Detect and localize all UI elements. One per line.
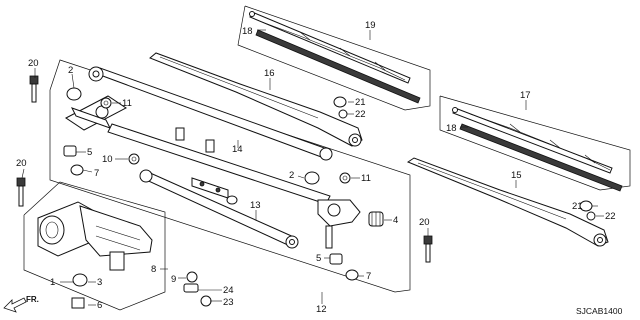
diagram-code: SJCAB1400 — [576, 306, 623, 316]
callout-16: 16 — [264, 68, 275, 79]
grommet-4 — [368, 211, 384, 227]
callout-8: 8 — [151, 264, 156, 275]
linkage-rod-13 — [139, 169, 299, 249]
nut-22-lower — [586, 211, 596, 221]
callout-13: 13 — [250, 200, 261, 211]
callout-22: 22 — [605, 211, 616, 222]
callout-1: 1 — [50, 277, 55, 288]
callout-15: 15 — [511, 170, 522, 181]
callout-20: 20 — [16, 158, 27, 169]
cap-2-upper — [66, 87, 82, 101]
nut-23 — [200, 295, 212, 307]
clip-9 — [186, 271, 198, 283]
cap-7-lower — [345, 269, 359, 281]
cap-24 — [183, 283, 199, 293]
callout-4: 4 — [393, 215, 398, 226]
bolt-misc — [175, 127, 238, 205]
nut-11-lower — [339, 172, 351, 184]
callout-18: 18 — [242, 26, 253, 37]
cap-7-upper — [70, 164, 84, 176]
wiper-motor — [37, 201, 153, 271]
callout-14: 14 — [232, 144, 243, 155]
linkage-assembly-box — [49, 59, 411, 293]
cap-21-upper — [333, 96, 347, 108]
callout-11: 11 — [361, 173, 371, 184]
callout-19: 19 — [365, 20, 376, 31]
callout-18: 18 — [446, 123, 457, 134]
nut-11-upper — [100, 97, 112, 109]
linkage-rod-14 — [65, 66, 333, 205]
callout-3: 3 — [97, 277, 102, 288]
wiper-arm-16 — [149, 52, 363, 147]
callout-24: 24 — [223, 285, 234, 296]
bolt-20-right — [423, 235, 433, 263]
callout-20: 20 — [28, 58, 39, 69]
bushing-5-lower — [329, 253, 343, 265]
pivot-assembly-right — [317, 199, 361, 249]
front-direction-arrow-icon — [3, 297, 27, 313]
callout-5: 5 — [87, 147, 92, 158]
callout-22: 22 — [355, 109, 366, 120]
callout-7: 7 — [94, 168, 99, 179]
callout-21: 21 — [355, 97, 366, 108]
callout-12: 12 — [316, 304, 327, 315]
callouts: 20 2 11 20 5 7 10 14 16 2 11 4 13 5 7 12… — [16, 20, 616, 315]
callout-17: 17 — [520, 90, 531, 101]
bolt-20-left-mid — [16, 177, 26, 207]
callout-6: 6 — [97, 300, 102, 311]
cap-2-lower — [304, 171, 320, 185]
motor-box — [23, 181, 166, 311]
bushing-3 — [72, 273, 88, 287]
callout-5: 5 — [316, 253, 321, 264]
bolt-20-left-top — [29, 75, 39, 103]
callout-11: 11 — [122, 98, 132, 109]
callout-9: 9 — [171, 274, 176, 285]
nut-10 — [128, 153, 140, 165]
callout-20: 20 — [419, 217, 430, 228]
callout-21: 21 — [572, 201, 583, 212]
wiper-blade-19-box — [237, 5, 431, 111]
callout-2: 2 — [68, 65, 73, 76]
callout-2: 2 — [289, 170, 294, 181]
wiper-blade-lower — [452, 107, 623, 192]
front-direction-label: FR. — [26, 295, 39, 304]
wiper-blade-upper — [249, 11, 421, 104]
callout-7: 7 — [366, 271, 371, 282]
wiper-arm-15 — [406, 157, 609, 247]
callout-10: 10 — [102, 154, 113, 165]
bolt-6 — [71, 297, 85, 309]
nut-22-upper — [338, 109, 348, 119]
callout-23: 23 — [223, 297, 234, 308]
leader-lines — [21, 29, 604, 306]
bushing-5-upper — [63, 145, 77, 157]
